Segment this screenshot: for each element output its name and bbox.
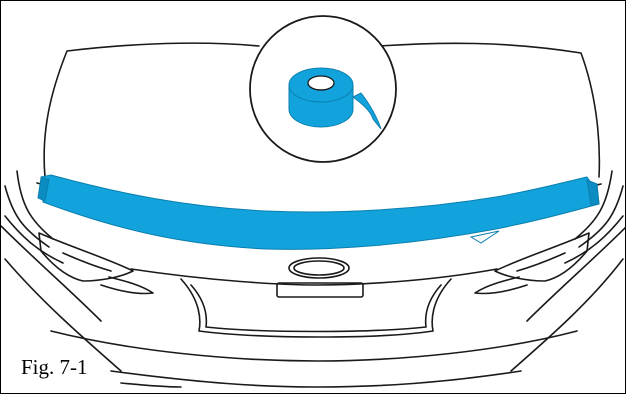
figure-label: Fig. 7-1 (21, 355, 93, 379)
tail-light-right (494, 232, 590, 282)
license-plate-light (276, 282, 364, 298)
body-side-line-left (16, 170, 54, 240)
body-side-line-right (574, 170, 613, 240)
tape-roll-icon (288, 67, 382, 130)
brand-emblem (288, 257, 350, 279)
rear-window-outline-right (378, 42, 601, 178)
tape-roll-inset (249, 15, 397, 163)
rear-window-outline (43, 42, 260, 178)
tail-light-left (38, 232, 134, 282)
masking-tape-strip (40, 174, 600, 250)
license-plate-recess (180, 278, 452, 338)
bumper-line (50, 330, 578, 362)
